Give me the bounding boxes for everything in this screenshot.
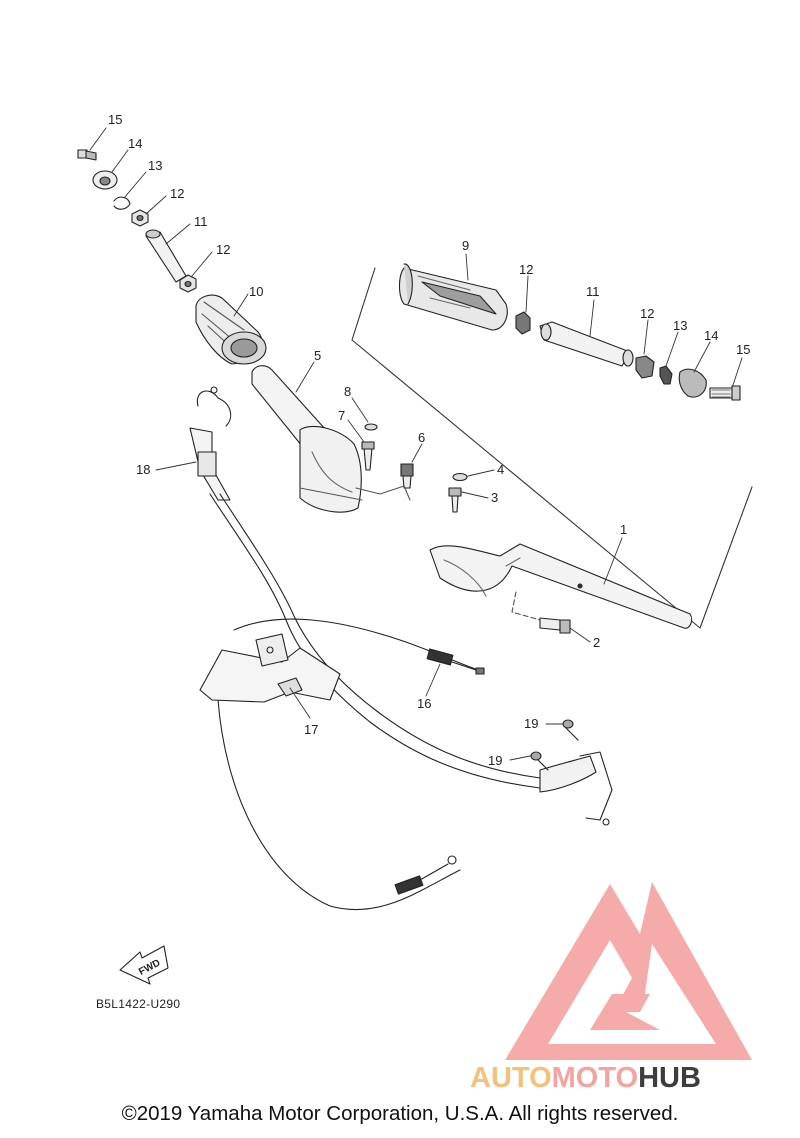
callout-11-right: 11 [586,284,600,299]
leader-7 [347,419,365,443]
diagram-code: B5L1422-U290 [96,997,180,1011]
watermark-moto: MOTO [552,1062,638,1094]
leader-13b [665,331,679,367]
leader-6b [411,443,423,463]
cable-16 [217,618,485,911]
leader-2 [511,591,541,621]
nut-12-left-top [131,209,149,227]
grip-9-right [398,263,508,331]
weight-11-left [145,229,187,283]
leader-18 [155,461,197,471]
nut-12-left-bottom [179,274,197,293]
callout-12-left-top: 12 [170,186,184,201]
bolt-19-bottom [530,751,549,771]
washer-8 [364,423,378,431]
bolt-15-right [709,385,741,401]
bolt-19-top [562,719,579,741]
fwd-arrow-icon [119,945,169,985]
leader-3 [461,491,489,499]
copyright-footer: ©2019 Yamaha Motor Corporation, U.S.A. A… [121,1102,679,1125]
callout-3: 3 [491,490,498,505]
leader-13a [123,171,147,199]
leader-5 [295,361,315,393]
callout-14-right: 14 [704,328,718,343]
callout-12-right-a: 12 [519,262,533,277]
callout-15-right: 15 [736,342,750,357]
callout-2: 2 [593,635,600,650]
leader-17 [289,687,311,719]
leader-8 [351,397,369,423]
screw-6 [400,463,414,489]
watermark-hub: HUB [638,1062,701,1094]
handlebar-1-right [429,543,693,629]
leader-12d [643,319,649,355]
leader-1 [603,537,623,585]
callout-13-right: 13 [673,318,687,333]
clip-13-right [659,365,673,385]
nut-12-right-a [515,311,531,335]
guide-17 [199,633,341,703]
leader-10 [233,293,249,317]
leader-6 [355,485,411,501]
leader-2b [569,627,591,643]
leader-15a [89,127,107,151]
leader-14a [111,149,129,173]
right-group-frame [351,267,753,629]
leader-12a [145,195,167,215]
callout-12-left-bottom: 12 [216,242,230,257]
bolt-3 [448,487,462,513]
bolt-15-left [77,149,97,161]
callout-18: 18 [136,462,150,477]
callout-5: 5 [314,348,321,363]
callout-6: 6 [418,430,425,445]
grip-10-throttle [195,294,267,365]
callout-16: 16 [417,696,431,711]
callout-10: 10 [249,284,263,299]
handlebar-5-left [251,365,363,513]
leader-4 [467,469,495,477]
callout-17: 17 [304,722,318,737]
leader-12b [191,251,213,277]
callout-15-left: 15 [108,112,122,127]
callout-11-left: 11 [194,214,208,229]
leader-14b [693,341,711,373]
clip-13-left [113,196,131,210]
weight-11-right [539,321,634,367]
bolt-2 [539,617,571,634]
callout-1: 1 [620,522,627,537]
callout-19-bottom: 19 [488,753,502,768]
callout-14-left: 14 [128,136,142,151]
cap-14-right [678,368,707,398]
cable-end-right [539,751,613,826]
callout-4: 4 [497,462,504,477]
leader-12c [525,275,529,313]
leader-11b [589,299,595,337]
bolt-7 [361,441,375,471]
watermark-auto: AUTO [470,1062,552,1094]
leader-11a [165,223,191,245]
callout-9: 9 [462,238,469,253]
nut-12-right-b [635,355,655,379]
callout-19-top: 19 [524,716,538,731]
leader-15b [731,357,743,389]
automotohub-logo-icon [505,882,752,1060]
callout-13-left: 13 [148,158,162,173]
callout-12-right-b: 12 [640,306,654,321]
callout-8: 8 [344,384,351,399]
watermark-brand: AUTOMOTOHUB [470,1062,701,1094]
cap-14-left [92,170,118,190]
leader-19b [509,755,531,761]
leader-16 [425,663,441,697]
leader-9 [465,253,469,281]
callout-7: 7 [338,408,345,423]
washer-4 [452,472,468,482]
